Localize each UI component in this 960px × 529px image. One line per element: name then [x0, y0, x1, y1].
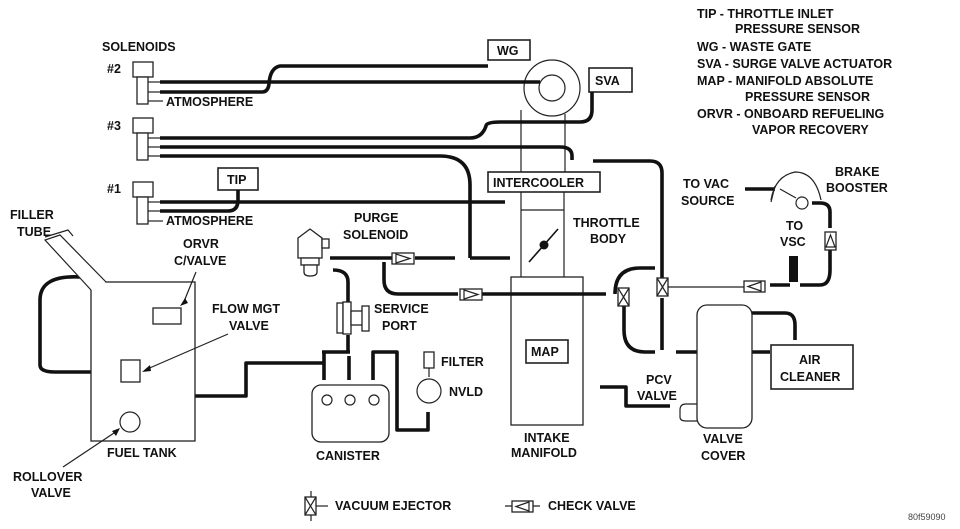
vacuum-ejector-icon [304, 491, 328, 521]
rollover-valve-label-1: ROLLOVER [13, 470, 82, 484]
legend-map-line2: PRESSURE SENSOR [745, 90, 870, 104]
vacuum-ejector-legend-label: VACUUM EJECTOR [335, 499, 451, 513]
to-vac-source-label-2: SOURCE [681, 194, 734, 208]
vacuum-ejector-1 [617, 287, 630, 307]
solenoid-2-atmosphere: ATMOSPHERE [166, 95, 253, 109]
valve-cover [696, 304, 753, 429]
throttle-plate-icon [528, 228, 559, 263]
air-cleaner-label-1: AIR [799, 353, 821, 367]
check-valve-manifold [459, 288, 483, 301]
abbreviation-legend: TIP - THROTTLE INLET PRESSURE SENSOR WG … [697, 7, 892, 137]
service-port-label-2: PORT [382, 319, 417, 333]
check-valve-legend-label: CHECK VALVE [548, 499, 636, 513]
check-valve-vsc [743, 280, 766, 293]
check-valve-brake [824, 231, 837, 251]
filler-tube-label-2: TUBE [17, 225, 51, 239]
fuel-tank [90, 281, 196, 442]
canister [311, 384, 390, 443]
rollover-valve [119, 411, 141, 433]
filler-tube-label-1: FILLER [10, 208, 54, 222]
nvld [416, 378, 442, 404]
symbol-legend: VACUUM EJECTOR CHECK VALVE [304, 491, 636, 521]
solenoid-1-body [136, 196, 149, 225]
air-cleaner [770, 344, 854, 390]
vacuum-ejector-2 [656, 277, 669, 297]
orvr-cvalve [152, 307, 182, 325]
legend-tip-line1: TIP - THROTTLE INLET [697, 7, 834, 21]
service-port [336, 301, 370, 335]
solenoid-2-label: #2 [107, 62, 121, 76]
turbocharger [523, 59, 581, 117]
intercooler [487, 171, 601, 193]
valve-cover-label-2: COVER [701, 449, 745, 463]
purge-solenoid-label-1: PURGE [354, 211, 398, 225]
to-vac-source-label-1: TO VAC [683, 177, 729, 191]
throttle-body-label-2: BODY [590, 232, 627, 246]
intercooler-label: INTERCOOLER [493, 176, 584, 190]
valve-cover-label-1: VALVE [703, 432, 743, 446]
solenoid-3-label: #3 [107, 119, 121, 133]
pcv-valve-label-1: PCV [646, 373, 672, 387]
tip-label: TIP [227, 173, 246, 187]
legend-map-line1: MAP - MANIFOLD ABSOLUTE [697, 74, 873, 88]
waste-gate [487, 39, 531, 61]
solenoid-2-head [132, 61, 154, 78]
solenoid-2-body [136, 76, 149, 105]
solenoid-1-atmosphere: ATMOSPHERE [166, 214, 253, 228]
brake-booster-label-2: BOOSTER [826, 181, 888, 195]
throttle-body-label-1: THROTTLE [573, 216, 640, 230]
check-valve-purge [391, 252, 415, 265]
solenoid-1: #1 ATMOSPHERE [107, 181, 253, 228]
orvr-cvalve-label-2: C/VALVE [174, 254, 226, 268]
to-vsc-label-2: VSC [780, 235, 806, 249]
legend-sva: SVA - SURGE VALVE ACTUATOR [697, 57, 892, 71]
filler-tube [43, 234, 107, 291]
legend-orvr-line1: ORVR - ONBOARD REFUELING [697, 107, 884, 121]
solenoid-3-body [136, 132, 149, 161]
map-label: MAP [531, 345, 559, 359]
intake-manifold-label-2: MANIFOLD [511, 446, 577, 460]
solenoid-3: #3 [107, 117, 160, 161]
intake-manifold-label-1: INTAKE [524, 431, 570, 445]
map-sensor [525, 339, 569, 364]
canister-label: CANISTER [316, 449, 380, 463]
fuel-tank-label: FUEL TANK [107, 446, 177, 460]
brake-booster [770, 171, 822, 210]
surge-valve-actuator [588, 67, 633, 93]
purge-solenoid [297, 228, 330, 277]
service-port-label-1: SERVICE [374, 302, 429, 316]
solenoid-1-head [132, 181, 154, 198]
to-vsc-label-1: TO [786, 219, 803, 233]
solenoids-heading: SOLENOIDS [102, 40, 176, 54]
pcv-valve-label-2: VALVE [637, 389, 677, 403]
legend-wg: WG - WASTE GATE [697, 40, 811, 54]
nvld-label: NVLD [449, 385, 483, 399]
brake-booster-label-1: BRAKE [835, 165, 879, 179]
check-valve-icon [505, 500, 540, 513]
orvr-cvalve-label-1: ORVR [183, 237, 219, 251]
rollover-valve-label-2: VALVE [31, 486, 71, 500]
flow-mgt-valve [120, 359, 141, 383]
solenoid-3-head [132, 117, 154, 134]
solenoid-2: #2 ATMOSPHERE [107, 61, 253, 109]
filter [423, 351, 435, 369]
flow-mgt-valve-label-1: FLOW MGT [212, 302, 280, 316]
solenoid-1-label: #1 [107, 182, 121, 196]
air-cleaner-label-2: CLEANER [780, 370, 840, 384]
purge-solenoid-label-2: SOLENOID [343, 228, 408, 242]
figure-id: 80f59090 [908, 512, 946, 522]
filter-label: FILTER [441, 355, 484, 369]
sva-label: SVA [595, 74, 620, 88]
legend-orvr-line2: VAPOR RECOVERY [752, 123, 869, 137]
legend-tip-line2: PRESSURE SENSOR [735, 22, 860, 36]
flow-mgt-valve-label-2: VALVE [229, 319, 269, 333]
wg-label: WG [497, 44, 519, 58]
